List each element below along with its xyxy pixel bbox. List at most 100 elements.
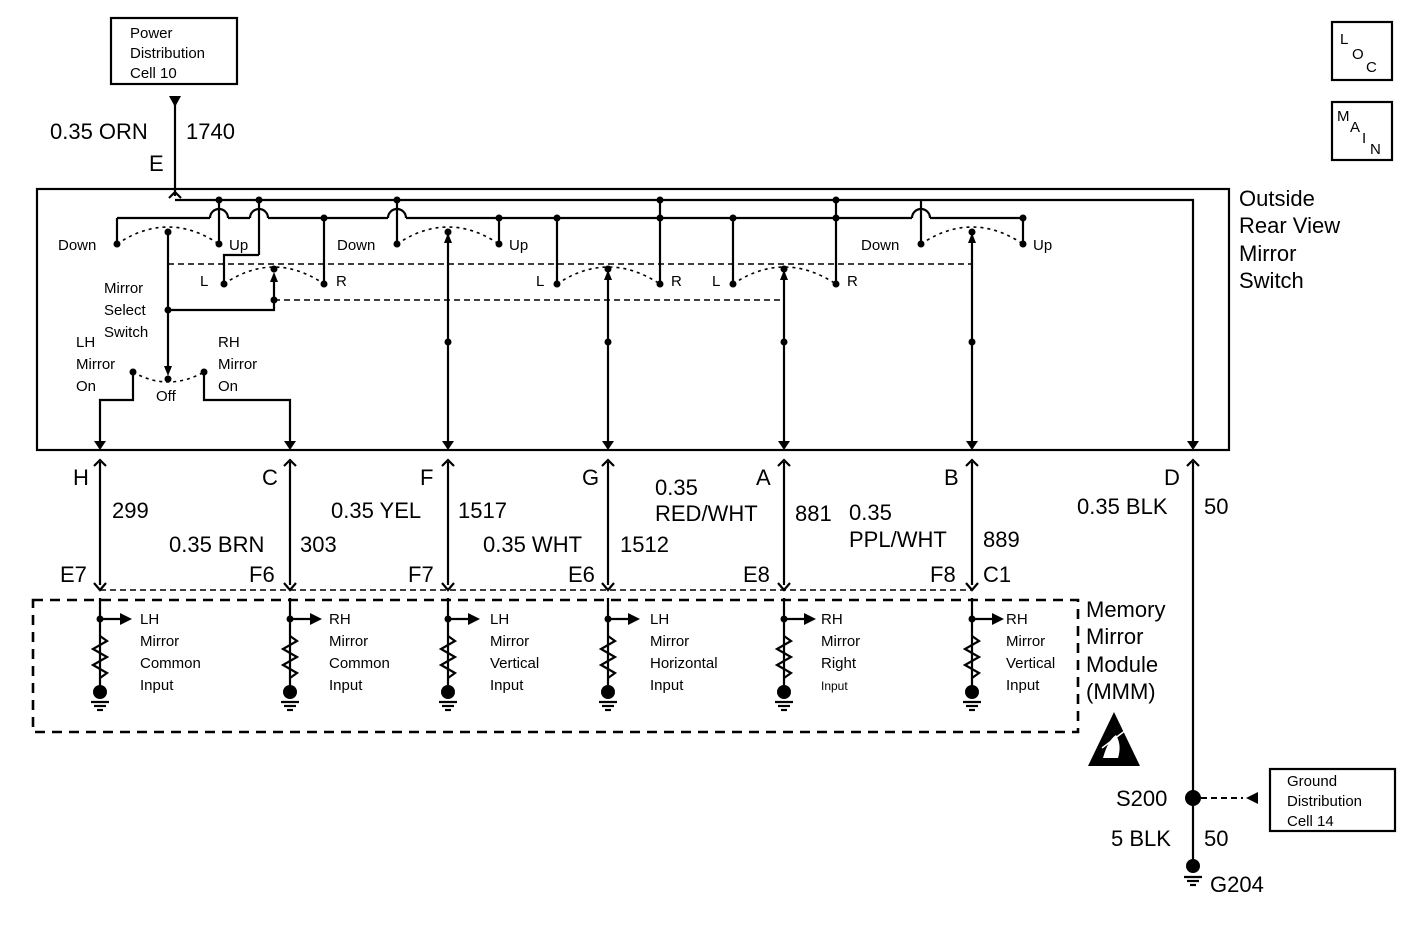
svg-text:C: C [1366, 59, 1377, 76]
svg-text:LH: LH [490, 611, 509, 628]
mmm-input-1: RH Mirror Common Input [280, 598, 390, 712]
mmm-pin-e6: E6 [568, 562, 595, 587]
svg-text:(MMM): (MMM) [1086, 679, 1156, 704]
power-box-line2: Distribution [130, 45, 205, 62]
mmm-input-0: LH Mirror Common Input [90, 598, 201, 712]
circuit-1512: 1512 [620, 532, 669, 557]
power-distribution-box[interactable]: Power Distribution Cell 10 [109, 16, 239, 86]
svg-text:Common: Common [329, 655, 390, 672]
mmm-pin-e8: E8 [743, 562, 770, 587]
svg-text:Input: Input [140, 677, 174, 694]
up-label-2: Up [509, 237, 528, 254]
svg-text:Distribution: Distribution [1287, 793, 1362, 810]
circuit-1517: 1517 [458, 498, 507, 523]
pin-d: D [1164, 465, 1180, 490]
mmm-pin-e7: E7 [60, 562, 87, 587]
svg-text:Rear View: Rear View [1239, 213, 1340, 238]
svg-text:Input: Input [1006, 677, 1040, 694]
wire-a-881 [777, 458, 791, 592]
wire-brn: 0.35 BRN [169, 532, 264, 557]
svg-text:RH: RH [1006, 611, 1028, 628]
svg-text:Input: Input [490, 677, 524, 694]
r-label-2: R [671, 273, 682, 290]
feed-wire-1740: 0.35 ORN 1740 E [50, 96, 235, 199]
svg-text:Input: Input [821, 679, 848, 693]
svg-text:Mirror: Mirror [140, 633, 179, 650]
pin-g: G [582, 465, 599, 490]
circuit-889: 889 [983, 527, 1020, 552]
svg-text:LH: LH [76, 334, 95, 351]
svg-text:Horizontal: Horizontal [650, 655, 718, 672]
r-label-3: R [847, 273, 858, 290]
svg-text:Mirror: Mirror [218, 356, 257, 373]
svg-text:Input: Input [329, 677, 363, 694]
svg-text:Mirror: Mirror [329, 633, 368, 650]
svg-text:Vertical: Vertical [1006, 655, 1055, 672]
ground-wire: 5 BLK [1111, 826, 1171, 851]
svg-text:Mirror: Mirror [1006, 633, 1045, 650]
memory-mirror-module: Memory Mirror Module (MMM) [31, 597, 1165, 734]
down-label-3: Down [861, 237, 899, 254]
mirror-select-switch: Mirror Select Switch LH Mirror On Off RH… [76, 232, 292, 445]
svg-text:Mirror: Mirror [821, 633, 860, 650]
circuit-881: 881 [795, 501, 832, 526]
svg-text:Outside: Outside [1239, 186, 1315, 211]
loc-icon[interactable]: L O C [1330, 20, 1394, 82]
svg-text:Memory: Memory [1086, 597, 1165, 622]
splice-s200 [1185, 790, 1201, 806]
wire-c-303 [283, 458, 297, 592]
svg-text:O: O [1352, 46, 1364, 63]
main-icon[interactable]: M A I N [1330, 100, 1394, 162]
wire-ppl-wht-color: PPL/WHT [849, 527, 947, 552]
svg-text:RH: RH [821, 611, 843, 628]
circuit-299: 299 [112, 498, 149, 523]
svg-text:A: A [1350, 119, 1360, 136]
power-box-line1: Power [130, 25, 173, 42]
ground-circuit: S200 5 BLK 50 G204 [1111, 786, 1264, 897]
svg-text:Input: Input [650, 677, 684, 694]
wire-ppl-wht-size: 0.35 [849, 500, 892, 525]
l-label-1: L [200, 273, 208, 290]
mmm-input-circuits: LH Mirror Common Input RH Mirror Common … [90, 598, 1055, 712]
ground-distribution-box[interactable]: Ground Distribution Cell 14 [1268, 767, 1397, 833]
svg-text:LH: LH [650, 611, 669, 628]
svg-text:Mirror: Mirror [104, 280, 143, 297]
up-label-3: Up [1033, 237, 1052, 254]
switch-internal-bus [115, 196, 1195, 445]
svg-text:I: I [1362, 130, 1366, 147]
svg-text:Module: Module [1086, 652, 1158, 677]
l-label-2: L [536, 273, 544, 290]
svg-text:M: M [1337, 108, 1350, 125]
svg-text:Vertical: Vertical [490, 655, 539, 672]
switch-contacts: Down Up Down Up Down Up L R L R L [58, 226, 1052, 314]
harness-labels: H 299 E7 C 0.35 BRN 303 F6 F 0.35 YEL 15… [60, 465, 1228, 587]
wire-red-wht-size: 0.35 [655, 475, 698, 500]
svg-text:On: On [218, 378, 238, 395]
pin-c: C [262, 465, 278, 490]
svg-text:Select: Select [104, 302, 147, 319]
esd-warning-icon [1088, 712, 1140, 766]
mmm-pin-f6: F6 [249, 562, 275, 587]
svg-text:Switch: Switch [104, 324, 148, 341]
up-label-1: Up [229, 237, 248, 254]
wire-b-889 [965, 458, 979, 592]
svg-text:RH: RH [329, 611, 351, 628]
mirror-switch-box: Outside Rear View Mirror Switch [35, 186, 1340, 452]
mmm-pin-c1: C1 [983, 562, 1011, 587]
svg-text:Mirror: Mirror [650, 633, 689, 650]
svg-text:Common: Common [140, 655, 201, 672]
feed-circuit: 1740 [186, 119, 235, 144]
splice-label: S200 [1116, 786, 1167, 811]
svg-text:Right: Right [821, 655, 857, 672]
svg-text:RH: RH [218, 334, 240, 351]
mmm-input-5: RH Mirror Vertical Input [962, 598, 1055, 712]
ground-id: G204 [1210, 872, 1264, 897]
feed-wire-label: 0.35 ORN [50, 119, 148, 144]
wire-h-299 [93, 458, 107, 592]
wire-f-1517 [441, 458, 455, 592]
switch-pin-arrows [94, 441, 1199, 450]
wire-yel: 0.35 YEL [331, 498, 421, 523]
pin-a: A [756, 465, 771, 490]
power-box-line3: Cell 10 [130, 65, 177, 82]
